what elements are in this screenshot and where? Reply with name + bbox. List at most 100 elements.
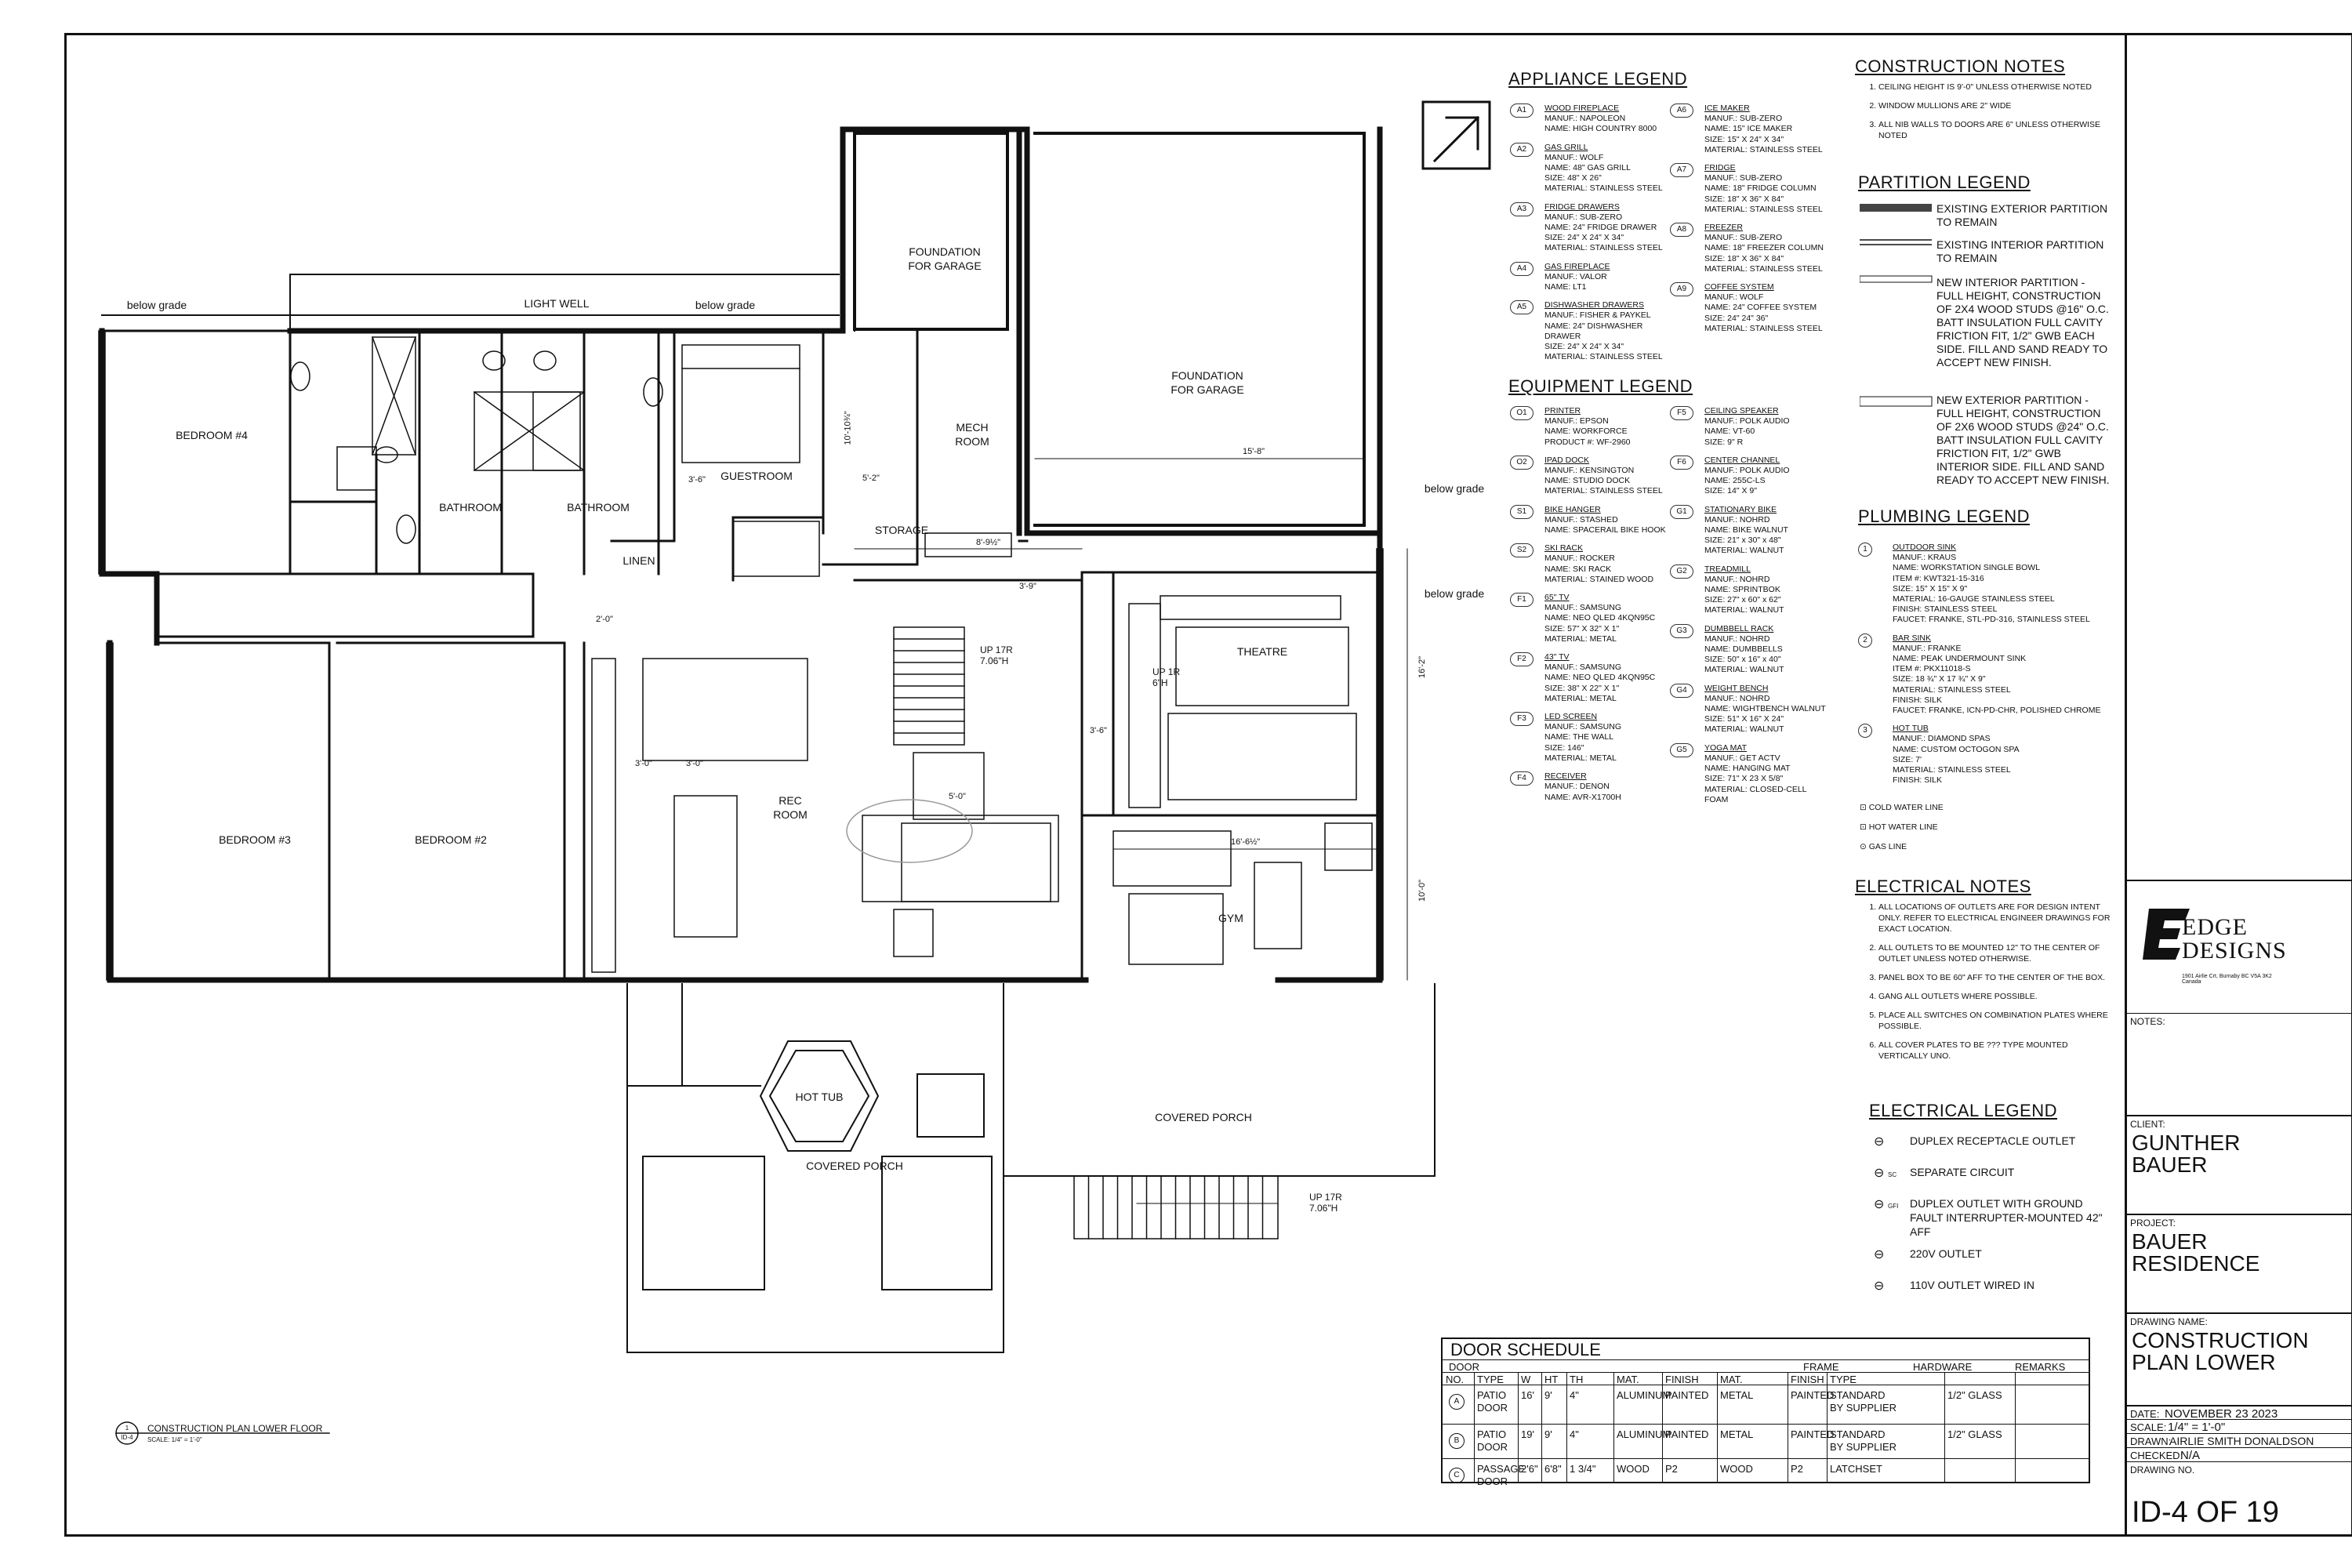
door-group-remarks: REMARKS	[2015, 1361, 2066, 1373]
legend-item-line: NAME: NEO QLED 4KQN95C	[1544, 673, 1656, 683]
door-cell-th: 4"	[1570, 1428, 1579, 1440]
below-grade-2: below grade	[695, 299, 756, 311]
legend-item-line: MATERIAL: STAINLESS STEEL	[1704, 263, 1823, 274]
room-gym: GYM	[1218, 912, 1243, 924]
door-cell-hw: LATCHSET	[1830, 1463, 1882, 1475]
gas-line-icon: ⊙	[1860, 842, 1869, 852]
legend-item-line: MANUF.: VALOR	[1544, 271, 1607, 281]
note-item: PLACE ALL SWITCHES ON COMBINATION PLATES…	[1878, 1010, 2114, 1032]
door-group-frame: FRAME	[1803, 1361, 1839, 1373]
legend-item-line: SIZE: 146"	[1544, 742, 1584, 753]
legend-item-line: NAME: 24" FRIDGE DRAWER	[1544, 223, 1657, 233]
legend-item-line: NAME: SKI RACK	[1544, 564, 1612, 574]
legend-item-line: MANUF.: POLK AUDIO	[1704, 466, 1790, 476]
door-cell-no: C	[1449, 1468, 1465, 1483]
door-cell-mat: ALUMINUM	[1617, 1428, 1671, 1440]
legend-item-line: MANUF.: SUB-ZERO	[1704, 173, 1783, 183]
dim-theatre: 16'-2"	[1417, 655, 1428, 679]
door-cell-w: 16'	[1521, 1389, 1534, 1401]
legend-tag: A2	[1510, 142, 1534, 157]
legend-item-line: NAME: THE WALL	[1544, 732, 1614, 742]
door-cell-w: 19'	[1521, 1428, 1534, 1440]
room-bathroom-1: BATHROOM	[439, 501, 502, 514]
legend-item-name: COFFEE SYSTEM	[1704, 282, 1774, 292]
covered-porch-label-1: COVERED PORCH	[806, 1160, 903, 1172]
legend-item-line: MATERIAL: STAINLESS STEEL	[1544, 243, 1663, 253]
legend-item-name: DISHWASHER DRAWERS	[1544, 300, 1644, 310]
construction-notes-list: CEILING HEIGHT IS 9'-0" UNLESS OTHERWISE…	[1855, 82, 2114, 149]
below-grade-3: below grade	[1424, 482, 1485, 495]
legend-item-line: NAME: BIKE WALNUT	[1704, 525, 1788, 535]
legend-item-line: SIZE: 21" x 30" x 48"	[1704, 535, 1781, 546]
door-cell-finish: PAINTED	[1665, 1428, 1709, 1440]
legend-item-name: BIKE HANGER	[1544, 504, 1601, 514]
door-cell-ht: 9'	[1544, 1389, 1552, 1401]
legend-item-line: MANUF.: SAMSUNG	[1544, 662, 1622, 673]
partition-item-4: NEW EXTERIOR PARTITION - FULL HEIGHT, CO…	[1936, 394, 2110, 486]
dim-gym-width: 16'-6½"	[1231, 837, 1261, 847]
stair-up-label-3: UP 17R 7.06"H	[1309, 1192, 1342, 1214]
room-rec: REC ROOM	[773, 794, 808, 821]
electrical-notes-title: ELECTRICAL NOTES	[1855, 877, 2031, 896]
below-grade-1: below grade	[126, 299, 187, 311]
legend-item-line: MANUF.: POLK AUDIO	[1704, 416, 1790, 426]
legend-item-line: MATERIAL: STAINLESS STEEL	[1704, 144, 1823, 154]
legend-item-line: NAME: 15" ICE MAKER	[1704, 124, 1793, 134]
below-grade-4: below grade	[1424, 587, 1485, 600]
foundation-garage-2: FOUNDATION FOR GARAGE	[1171, 369, 1244, 396]
note-item: ALL NIB WALLS TO DOORS ARE 6" UNLESS OTH…	[1878, 119, 2114, 141]
partition-swatches	[1860, 204, 1933, 407]
legend-item-line: MATERIAL: STAINED WOOD	[1544, 574, 1654, 584]
legend-tag: F4	[1510, 771, 1534, 786]
legend-item-line: NAME: HIGH COUNTRY 8000	[1544, 124, 1657, 134]
hot-water-icon: ⊡	[1860, 822, 1869, 833]
door-column-header: MAT.	[1720, 1374, 1743, 1385]
legend-tag: F6	[1670, 455, 1693, 470]
legend-tag: G3	[1670, 623, 1693, 638]
door-cell-ht: 9'	[1544, 1428, 1552, 1440]
dim-theatre-2: 3'-6"	[1090, 726, 1107, 735]
room-bathroom-2: BATHROOM	[567, 501, 630, 514]
title-block: EDGE DESIGNS 1901 Airlie Crt, Burnaby BC…	[2125, 33, 2352, 1537]
legend-tag: G2	[1670, 564, 1693, 579]
legend-item-line: MANUF.: GET ACTV	[1704, 753, 1780, 763]
legend-tag: A3	[1510, 201, 1534, 216]
dim-rec-4: 2'-0"	[596, 615, 613, 624]
room-bedroom-3: BEDROOM #3	[219, 833, 291, 846]
legend-item-line: MATERIAL: STAINLESS STEEL	[1893, 765, 2011, 775]
door-cell-remarks: 1/2" GLASS	[1947, 1389, 2002, 1401]
legend-tag: A6	[1670, 103, 1693, 118]
room-bedroom-2: BEDROOM #2	[415, 833, 487, 846]
legend-item-line: NAME: CUSTOM OCTOGON SPA	[1893, 744, 2020, 754]
legend-item-line: SIZE: 50" x 16" x 40"	[1704, 655, 1781, 665]
door-column-header: FINISH	[1791, 1374, 1824, 1385]
legend-item-line: NAME: WIGHTBENCH WALNUT	[1704, 704, 1826, 714]
construction-notes-title: CONSTRUCTION NOTES	[1855, 56, 2066, 76]
legend-tag: O2	[1510, 455, 1534, 470]
legend-item-line: MANUF.: DIAMOND SPAS	[1893, 734, 1991, 744]
legend-item-line: SIZE: 24" X 24" X 34"	[1544, 342, 1624, 352]
door-column-header: FINISH	[1665, 1374, 1699, 1385]
room-guestroom: GUESTROOM	[720, 470, 793, 482]
drawing-name: CONSTRUCTION PLAN LOWER	[2132, 1328, 2309, 1374]
foundation-garage-1: FOUNDATION FOR GARAGE	[908, 245, 982, 272]
electrical-legend-item: ⊖220V OUTLET	[1874, 1247, 2117, 1278]
legend-item-line: NAME: SPRINTBOK	[1704, 585, 1780, 595]
outlet-symbol-icon: ⊖	[1874, 1279, 1885, 1293]
electrical-legend-label: 220V OUTLET	[1910, 1247, 1982, 1260]
drawing-no: ID-4 OF 19	[2132, 1496, 2279, 1529]
door-cell-no: B	[1449, 1433, 1465, 1449]
drawn-value: AIRLIE SMITH DONALDSON	[2169, 1435, 2314, 1447]
